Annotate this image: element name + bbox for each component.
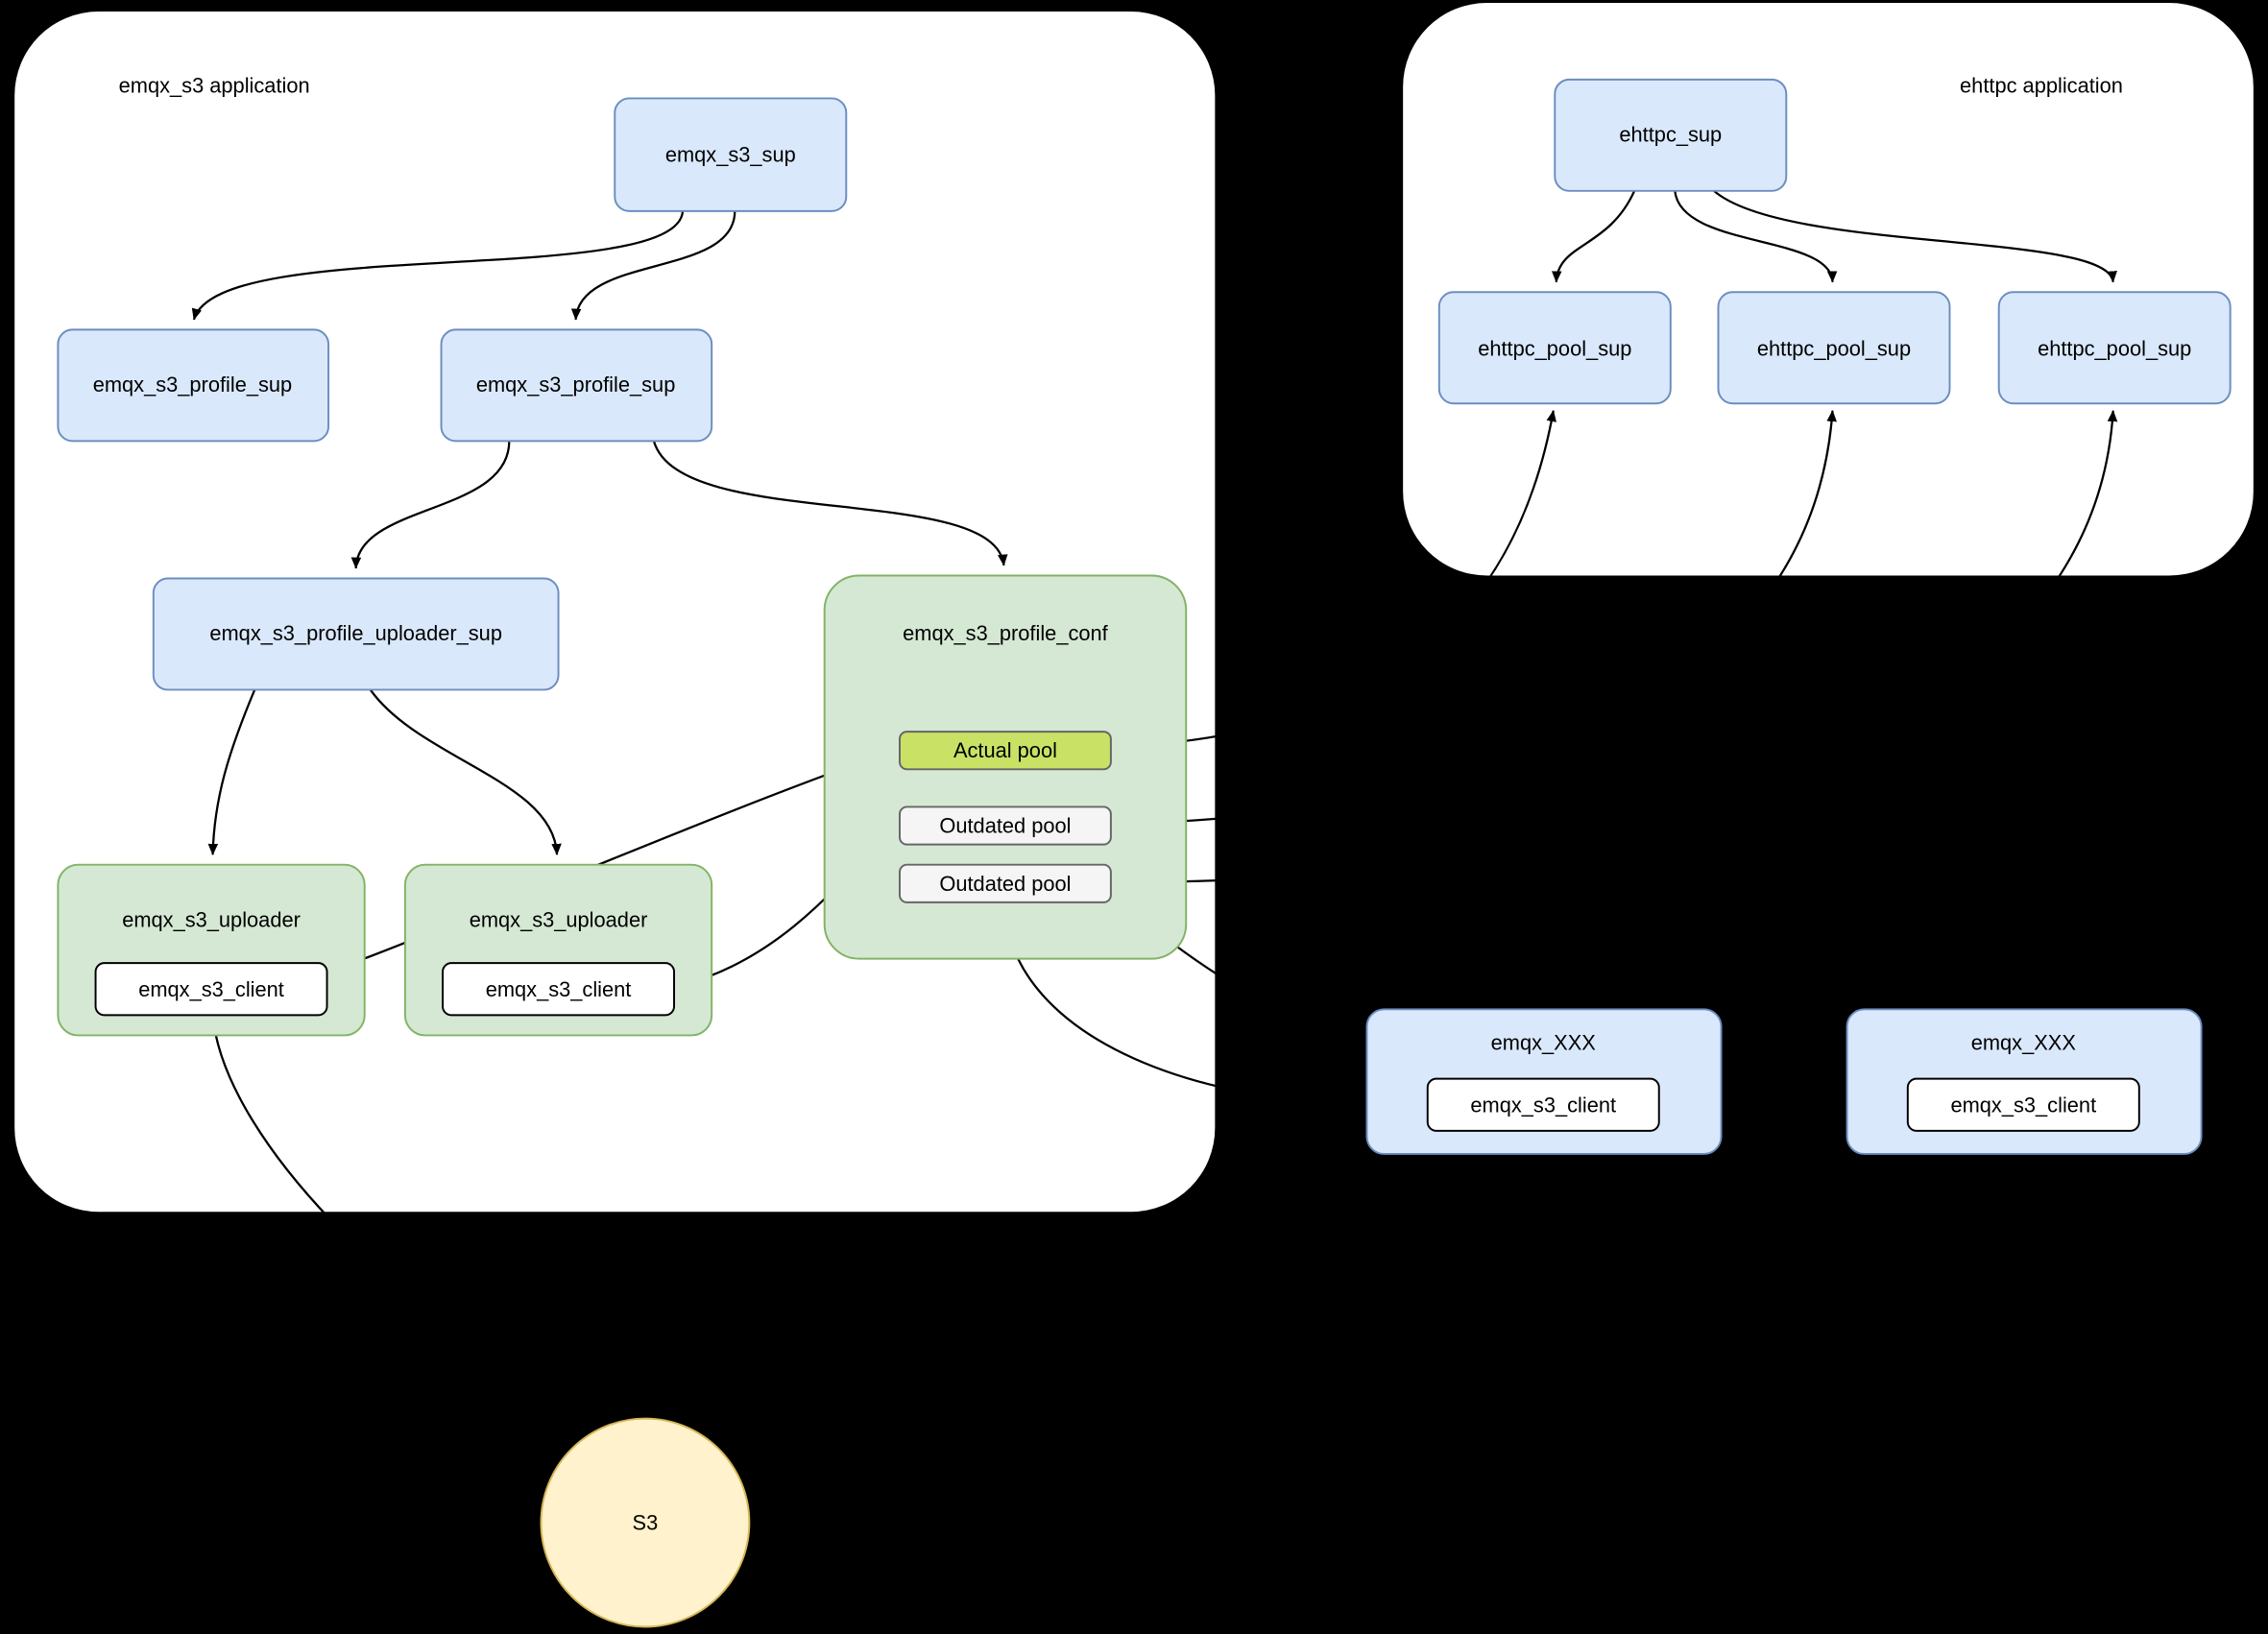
node-outdated-pool-1-label: Outdated pool [939, 814, 1071, 838]
node-outdated-pool-2 [899, 863, 1112, 903]
node-emqx-s3-profile-uploader-sup-label: emqx_s3_profile_uploader_sup [209, 621, 502, 645]
edge-client-to-actual-pool [329, 750, 891, 973]
node-emqx-s3-profile-sup-right [440, 328, 713, 443]
emqx-s3-app-title: emqx_s3 application [119, 73, 310, 97]
edge-ehttpc-sup-to-pool-sup-2 [1674, 190, 1838, 283]
node-ehttpc-pool-sup-3 [1997, 291, 2232, 405]
node-s3-label: S3 [633, 1511, 659, 1535]
node-emqx-s3-profile-sup-right-label: emqx_s3_profile_sup [476, 372, 676, 396]
edge-ehttpc-sup-to-pool-sup-3 [1713, 189, 2117, 283]
node-emqx-s3-client-right [442, 962, 676, 1017]
ehttpc-app-title: ehttpc application [1960, 73, 2123, 97]
node-actual-pool-label: Actual pool [953, 738, 1057, 762]
node-emqx-s3-profile-sup-left [57, 328, 330, 443]
node-emqx-s3-uploader-left-label: emqx_s3_uploader [122, 907, 301, 931]
edge-outdated-pool-2-to-pool-sup-3 [1110, 410, 2118, 883]
node-emqx-xxx-right-client [1906, 1077, 2140, 1132]
node-emqx-xxx-left-client [1426, 1077, 1660, 1132]
edge-client-to-s3 [211, 1015, 615, 1425]
node-emqx-s3-client-left-label: emqx_s3_client [138, 977, 284, 1001]
node-ehttpc-pool-sup-2 [1717, 291, 1951, 405]
node-ehttpc-pool-sup-2-label: ehttpc_pool_sup [1757, 337, 1911, 361]
node-emqx-s3-profile-conf-label: emqx_s3_profile_conf [903, 621, 1108, 645]
node-ehttpc-sup-label: ehttpc_sup [1619, 123, 1722, 147]
node-ehttpc-pool-sup-1-label: ehttpc_pool_sup [1478, 337, 1631, 361]
edge-sup-to-profile-sup-left [191, 210, 685, 321]
edge-uploader-sup-to-uploader-left [207, 689, 256, 855]
node-emqx-s3-client-left [94, 962, 328, 1017]
node-outdated-pool-1 [899, 805, 1112, 846]
node-emqx-xxx-left-label: emqx_XXX [1491, 1030, 1597, 1054]
node-ehttpc-pool-sup-3-label: ehttpc_pool_sup [2038, 337, 2191, 361]
edge-uploader-sup-to-uploader-right [369, 688, 562, 855]
node-emqx-s3-profile-sup-left-label: emqx_s3_profile_sup [93, 372, 293, 396]
node-outdated-pool-2-label: Outdated pool [939, 872, 1071, 896]
node-emqx-xxx-left-client-label: emqx_s3_client [1470, 1093, 1616, 1117]
node-emqx-xxx-right-label: emqx_XXX [1971, 1030, 2077, 1054]
edge-ehttpc-sup-to-pool-sup-1 [1551, 190, 1636, 283]
edge-profile-sup-to-profile-conf [652, 441, 1008, 566]
node-emqx-s3-uploader-right-label: emqx_s3_uploader [470, 907, 648, 931]
node-s3-circle [540, 1417, 751, 1628]
ehttpc-app-container [1403, 3, 2254, 576]
node-ehttpc-sup [1554, 78, 1788, 192]
node-emqx-s3-profile-uploader-sup [152, 577, 560, 691]
node-actual-pool [899, 731, 1112, 771]
node-emqx-xxx-right-client-label: emqx_s3_client [1950, 1093, 2096, 1117]
node-emqx-s3-client-right-label: emqx_s3_client [486, 977, 632, 1001]
edge-sup-to-profile-sup-right [570, 210, 736, 321]
edge-profile-sup-to-uploader-sup [350, 441, 511, 569]
node-emqx-s3-sup-label: emqx_s3_sup [665, 143, 796, 167]
node-ehttpc-pool-sup-1 [1437, 291, 1672, 405]
node-emqx-s3-sup [614, 97, 848, 212]
edge-outdated-pool-1-to-pool-sup-2 [1110, 410, 1837, 826]
edge-actual-pool-to-pool-sup-1 [1110, 410, 1556, 749]
